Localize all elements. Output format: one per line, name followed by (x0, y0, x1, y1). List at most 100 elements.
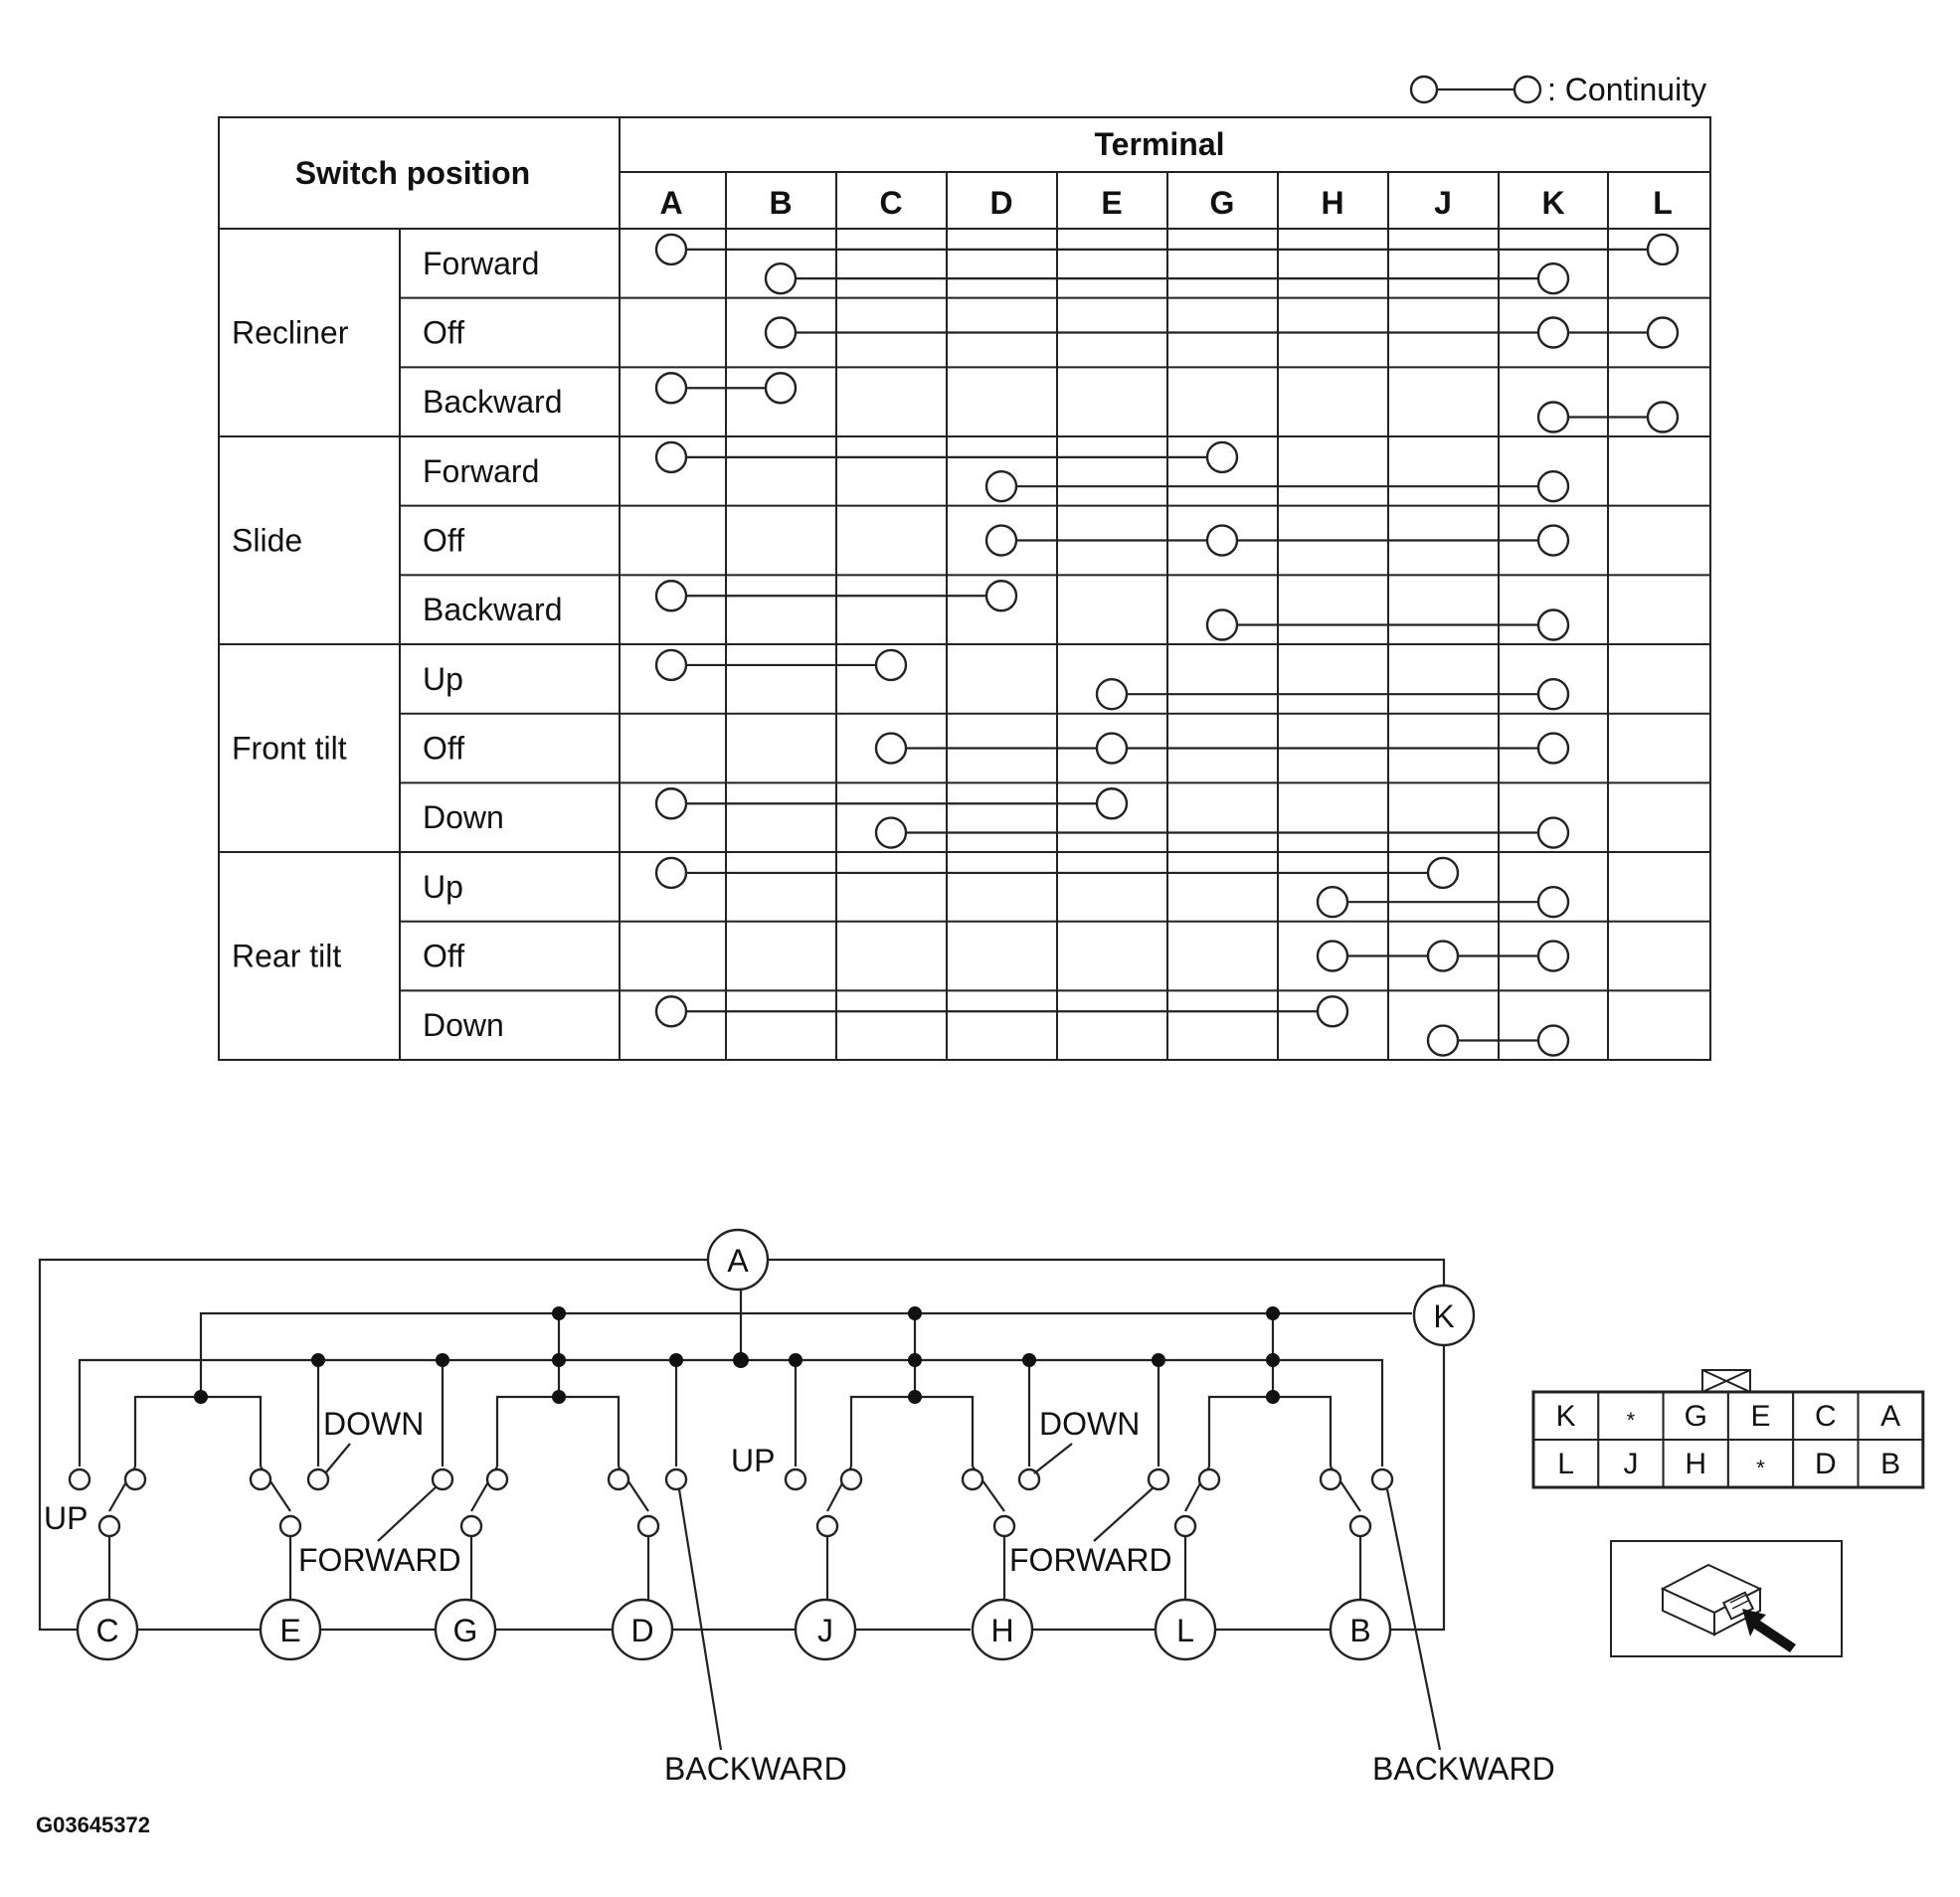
continuity-table (218, 116, 1711, 1061)
continuity-terminal-k (1536, 1024, 1570, 1057)
legend-text: : Continuity (1547, 72, 1706, 107)
continuity-terminal-a (654, 648, 688, 682)
schematic-terminal-c (76, 1598, 139, 1661)
label-backward-left: BACKWARD (664, 1751, 847, 1787)
continuity-terminal-b (764, 316, 798, 349)
continuity-terminal-a (654, 233, 688, 266)
connector-pin-label: B (1880, 1448, 1900, 1480)
label-forward-left: FORWARD (298, 1542, 461, 1578)
schematic-terminal-g (434, 1598, 497, 1661)
continuity-terminal-k (1536, 261, 1570, 295)
position-label: Forward (423, 453, 539, 489)
label-down-left: DOWN (323, 1406, 424, 1442)
terminal-col-b: B (769, 185, 792, 221)
position-label: Off (423, 523, 464, 559)
connector-pin-label: * (1756, 1456, 1765, 1480)
continuity-terminal-a (654, 580, 688, 612)
position-label: Backward (423, 592, 563, 627)
continuity-terminal-d (984, 524, 1018, 557)
continuity-terminal-l (1646, 233, 1680, 266)
connector-pin-cell (1597, 1391, 1665, 1441)
continuity-terminal-h (1316, 995, 1349, 1028)
position-label: Backward (423, 384, 563, 420)
label-up-left: UP (44, 1500, 88, 1536)
schematic-terminal-k (1412, 1284, 1476, 1347)
continuity-terminal-k (1536, 524, 1570, 557)
connector-pin-label: H (1685, 1448, 1706, 1480)
terminal-col-h: H (1321, 185, 1343, 221)
position-label: Off (423, 315, 464, 351)
terminal-col-k: K (1541, 185, 1564, 221)
connector-pin-label: J (1623, 1448, 1638, 1480)
legend-terminal-left (1409, 75, 1439, 104)
schematic-terminal-b (1329, 1598, 1392, 1661)
connector-pin-cell (1726, 1439, 1795, 1488)
continuity-terminal-k (1536, 401, 1570, 433)
continuity-legend: : Continuity (1409, 72, 1706, 107)
position-label: Down (423, 799, 504, 835)
schematic-terminal-label: L (1176, 1613, 1194, 1648)
continuity-terminal-c (874, 648, 908, 682)
figure-id: G03645372 (36, 1812, 150, 1837)
continuity-terminal-k (1536, 816, 1570, 849)
connector-pin-label: A (1880, 1400, 1900, 1433)
continuity-terminal-g (1205, 440, 1239, 474)
position-label: Off (423, 939, 464, 974)
connector-pin-cell (1857, 1391, 1924, 1441)
schematic-terminal-label: J (817, 1613, 833, 1648)
continuity-terminal-k (1536, 732, 1570, 765)
switch-position-header: Switch position (295, 155, 530, 191)
position-label: Up (423, 869, 463, 905)
continuity-terminal-b (764, 261, 798, 295)
continuity-terminal-k (1536, 940, 1570, 972)
continuity-marks (654, 233, 1680, 1057)
schematic-terminal-e (259, 1598, 322, 1661)
position-label: Forward (423, 246, 539, 281)
label-down-right: DOWN (1039, 1406, 1140, 1442)
continuity-terminal-b (764, 372, 798, 405)
continuity-terminal-g (1205, 524, 1239, 557)
schematic-terminal-j (794, 1598, 857, 1661)
continuity-terminal-d (984, 469, 1018, 503)
schematic-terminal-d (611, 1598, 674, 1661)
continuity-terminal-h (1316, 940, 1349, 972)
connector-pin-label: C (1815, 1400, 1837, 1433)
continuity-terminal-d (984, 580, 1018, 612)
schematic-terminal-h (971, 1598, 1034, 1661)
continuity-terminal-e (1095, 732, 1129, 765)
continuity-terminal-a (654, 440, 688, 474)
schematic-terminal-label: D (630, 1613, 653, 1648)
group-label: Front tilt (232, 731, 347, 767)
continuity-terminal-k (1536, 316, 1570, 349)
connector-pin-label: E (1751, 1400, 1771, 1433)
terminal-col-e: E (1101, 185, 1122, 221)
continuity-terminal-a (654, 372, 688, 405)
view-direction-arrow-icon (1742, 1609, 1796, 1652)
terminal-col-l: L (1653, 185, 1673, 221)
continuity-terminal-e (1095, 787, 1129, 820)
schematic-terminal-a-label: A (727, 1243, 749, 1279)
schematic-terminal-label: C (95, 1613, 118, 1648)
group-label: Recliner (232, 315, 349, 351)
position-label: Up (423, 661, 463, 697)
continuity-terminal-l (1646, 401, 1680, 433)
continuity-terminal-k (1536, 469, 1570, 503)
schematic-terminal-label: G (453, 1613, 478, 1648)
position-label: Off (423, 731, 464, 767)
position-label: Down (423, 1007, 504, 1043)
terminal-col-d: D (989, 185, 1012, 221)
switch-contacts (68, 1467, 1394, 1538)
continuity-terminal-c (874, 732, 908, 765)
continuity-terminal-a (654, 787, 688, 820)
connector-pin-label: * (1627, 1408, 1636, 1433)
junction-dots (194, 1306, 1280, 1404)
continuity-terminal-j (1426, 856, 1460, 890)
connector-pin-label: L (1557, 1448, 1574, 1480)
continuity-terminal-a (654, 995, 688, 1028)
terminal-col-a: A (659, 185, 682, 221)
terminal-col-c: C (879, 185, 902, 221)
